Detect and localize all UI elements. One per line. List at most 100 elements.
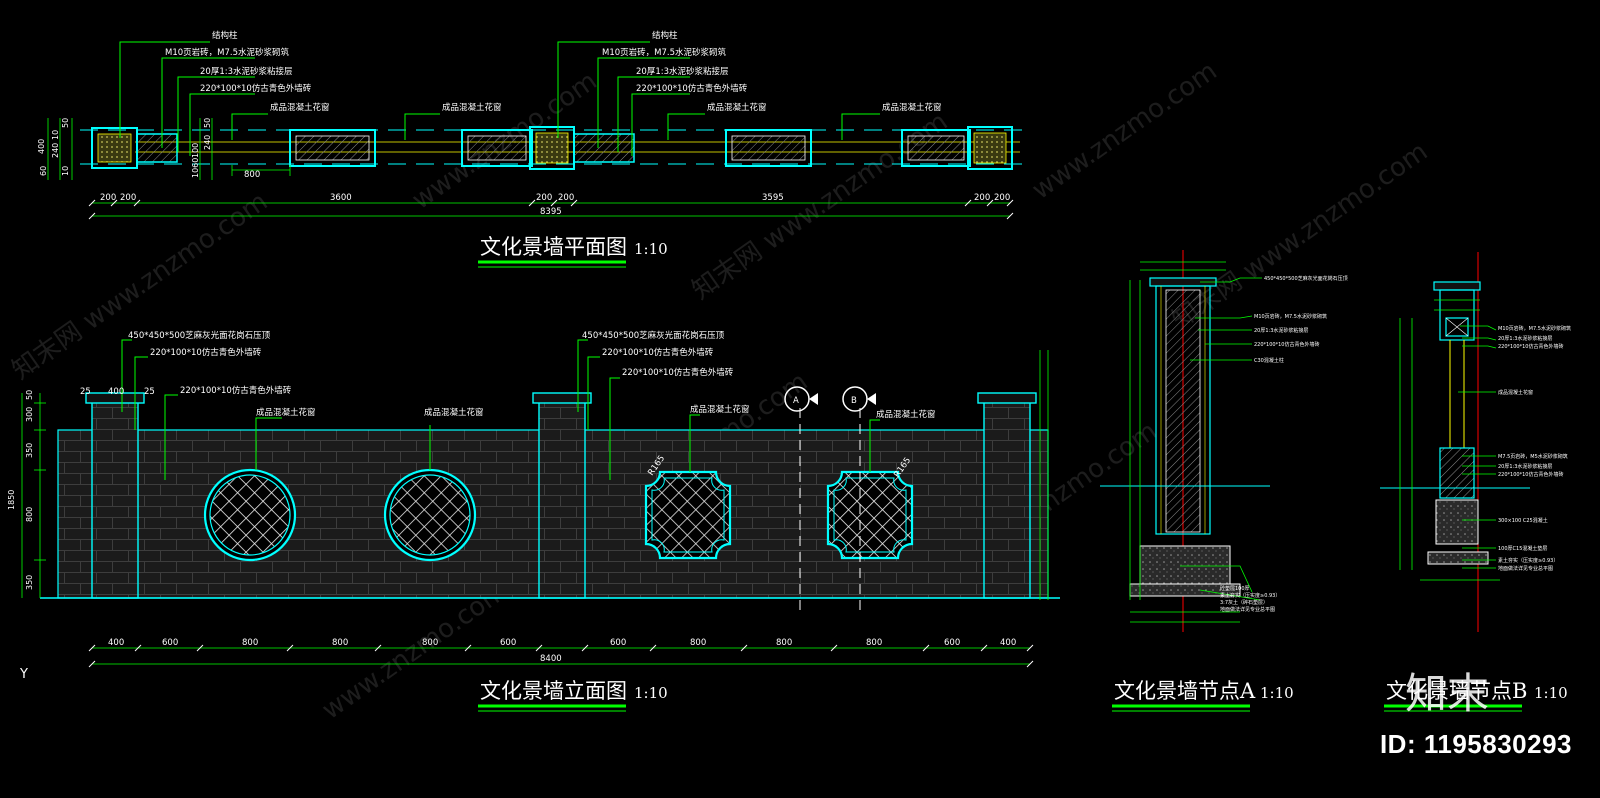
plan-ann-mortar: 20厚1:3水泥砂浆粘接层 bbox=[200, 66, 293, 77]
elev-ann-window-1: 成品混凝土花窗 bbox=[256, 407, 316, 418]
dimension-tick bbox=[581, 644, 589, 652]
plan-scale: 1:10 bbox=[634, 240, 668, 258]
node-b-scale: 1:10 bbox=[1534, 684, 1568, 702]
plan-dim-left-4: 50 bbox=[61, 118, 70, 128]
section-marker-b: B bbox=[851, 396, 857, 406]
node-a-section: 450*450*500芝麻灰光面花岗石压顶 M10页岩砖，M7.5水泥砂浆砌筑 … bbox=[1100, 250, 1348, 712]
node-a-label-4: C30混凝土柱 bbox=[1254, 357, 1284, 364]
dimension-tick bbox=[535, 644, 543, 652]
node-b-label-9: 素土夯实（压实度≥0.93） bbox=[1498, 557, 1558, 564]
dimension-tick bbox=[464, 644, 472, 652]
plan-ann-brick-2: M10页岩砖，M7.5水泥砂浆砌筑 bbox=[602, 47, 727, 58]
plan-dim-2: 3600 bbox=[330, 193, 352, 203]
plan-dim-4: 200 bbox=[558, 193, 574, 203]
elev-dim-8: 800 bbox=[776, 638, 792, 648]
node-a-title: 文化景墙节点A bbox=[1114, 679, 1256, 703]
plan-dim-left-9: 1060 bbox=[191, 158, 200, 178]
elev-dim-left-3: 800 bbox=[25, 507, 34, 522]
elev-ann-tile-3: 220*100*10仿古青色外墙砖 bbox=[602, 347, 714, 358]
plan-dim-left-0: 60 bbox=[39, 166, 48, 176]
elev-dim-1: 600 bbox=[162, 638, 178, 648]
dimension-tick bbox=[286, 644, 294, 652]
node-a-label-8: 地面做法详见专业总平图 bbox=[1220, 606, 1275, 613]
watermark-text: 知末网 www.znzmo.com bbox=[1167, 137, 1433, 336]
plan-dim-left-5: 10 bbox=[61, 166, 70, 176]
brand-logo: 知末 bbox=[1405, 669, 1490, 718]
dimension-tick bbox=[88, 660, 96, 668]
plan-dim-0: 200 bbox=[100, 193, 116, 203]
elev-dim-left-1: 300 bbox=[25, 407, 34, 422]
node-a-label-2: 20厚1:3水泥砂浆粘接层 bbox=[1254, 327, 1308, 334]
node-b-label-6: 220*100*10仿古青色外墙砖 bbox=[1498, 471, 1563, 478]
node-a-label-0: 450*450*500芝麻灰光面花岗石压顶 bbox=[1264, 275, 1348, 282]
dimension-tick bbox=[550, 199, 558, 207]
elev-dim-11: 400 bbox=[1000, 638, 1016, 648]
elev-pier-dim-0: 25 bbox=[80, 387, 91, 397]
node-b-label-2: 220*100*10仿古青色外墙砖 bbox=[1498, 343, 1563, 350]
image-id-label: ID: 1195830293 bbox=[1379, 729, 1572, 759]
elev-dim-total: 8400 bbox=[540, 654, 562, 664]
elev-dim-2: 800 bbox=[242, 638, 258, 648]
dimension-tick bbox=[134, 644, 142, 652]
elev-dim-9: 800 bbox=[866, 638, 882, 648]
dimension-tick bbox=[649, 644, 657, 652]
elev-ann-tile-2: 220*100*10仿古青色外墙砖 bbox=[180, 385, 292, 396]
plan-ann-window-3: 成品混凝土花窗 bbox=[707, 102, 767, 113]
elev-dim-0: 400 bbox=[108, 638, 124, 648]
dimension-tick bbox=[986, 199, 994, 207]
elev-dim-left-0: 50 bbox=[25, 390, 34, 400]
elev-dim-left-4: 350 bbox=[25, 575, 34, 590]
elevation-view bbox=[21, 339, 1060, 668]
elev-ann-tile-1: 220*100*10仿古青色外墙砖 bbox=[150, 347, 262, 358]
node-b-label-5: 20厚1:3水泥砂浆粘接层 bbox=[1498, 463, 1552, 470]
plan-dim-3: 200 bbox=[536, 193, 552, 203]
plan-view bbox=[47, 41, 1030, 220]
node-a-label-7: 3:7灰土（碎石垫层） bbox=[1220, 599, 1268, 606]
dimension-tick bbox=[740, 644, 748, 652]
plan-dim-left-8: 100 bbox=[191, 143, 200, 158]
plan-ann-window-4: 成品混凝土花窗 bbox=[882, 102, 942, 113]
ucs-icon-y: Y bbox=[19, 667, 28, 682]
plan-ann-column: 结构柱 bbox=[212, 30, 238, 41]
plan-annotations: 结构柱 M10页岩砖，M7.5水泥砂浆砌筑 20厚1:3水泥砂浆粘接层 220*… bbox=[37, 30, 1010, 268]
node-b-label-0: M10页岩砖，M7.5水泥砂浆砌筑 bbox=[1498, 325, 1571, 332]
node-a-label-3: 220*100*10仿古青色外墙砖 bbox=[1254, 341, 1319, 348]
dimension-tick bbox=[374, 644, 382, 652]
dimension-tick bbox=[88, 644, 96, 652]
elev-ann-window-3: 成品混凝土花窗 bbox=[690, 404, 750, 415]
plan-title: 文化景墙平面图 bbox=[480, 235, 627, 259]
watermark-text: www.znzmo.com bbox=[1027, 56, 1223, 206]
elev-ann-window-4: 成品混凝土花窗 bbox=[876, 409, 936, 420]
node-a-label-5: 砼垫层100厚 bbox=[1220, 585, 1250, 592]
elev-ann-window-2: 成品混凝土花窗 bbox=[424, 407, 484, 418]
node-a-labels: 450*450*500芝麻灰光面花岗石压顶 M10页岩砖，M7.5水泥砂浆砌筑 … bbox=[1220, 275, 1348, 613]
elev-pier-dim-2: 25 bbox=[144, 387, 155, 397]
node-b-label-1: 20厚1:3水泥砂浆粘接层 bbox=[1498, 335, 1552, 342]
dimension-tick bbox=[980, 644, 988, 652]
node-a-label-6: 素土夯实（压实度≥0.93） bbox=[1220, 592, 1280, 599]
elev-dim-4: 800 bbox=[422, 638, 438, 648]
dimension-tick bbox=[88, 212, 96, 220]
elev-dim-left-total: 1850 bbox=[7, 490, 16, 510]
node-b-label-7: 300×100 C25混凝土 bbox=[1498, 517, 1548, 524]
plan-dim-5: 3595 bbox=[762, 193, 784, 203]
dimension-tick bbox=[964, 199, 972, 207]
elevation-title: 文化景墙立面图 bbox=[480, 679, 627, 703]
plan-dim-7: 200 bbox=[994, 193, 1010, 203]
node-a-label-1: M10页岩砖，M7.5水泥砂浆砌筑 bbox=[1254, 313, 1327, 320]
node-a-scale: 1:10 bbox=[1260, 684, 1294, 702]
plan-ann-brick: M10页岩砖，M7.5水泥砂浆砌筑 bbox=[165, 47, 290, 58]
elevation-annotations: 450*450*500芝麻灰光面花岗石压顶 220*100*10仿古青色外墙砖 … bbox=[7, 330, 1016, 712]
node-b-label-3: 成品混凝土花窗 bbox=[1498, 389, 1533, 396]
plan-dim-left-6: 50 bbox=[203, 118, 212, 128]
elev-dim-3: 800 bbox=[332, 638, 348, 648]
node-b-label-4: M7.5页岩砖，M5水泥砂浆砌筑 bbox=[1498, 453, 1568, 460]
elev-dim-10: 600 bbox=[944, 638, 960, 648]
dimension-tick bbox=[196, 644, 204, 652]
plan-ann-tile: 220*100*10仿古青色外墙砖 bbox=[200, 83, 312, 94]
node-b-labels: M10页岩砖，M7.5水泥砂浆砌筑 20厚1:3水泥砂浆粘接层 220*100*… bbox=[1498, 325, 1571, 572]
plan-dim-left-3: 400 bbox=[37, 139, 46, 154]
dimension-tick bbox=[88, 199, 96, 207]
plan-dim-left: 60 240 10 400 50 10 50 240 100 1060 bbox=[37, 118, 212, 178]
